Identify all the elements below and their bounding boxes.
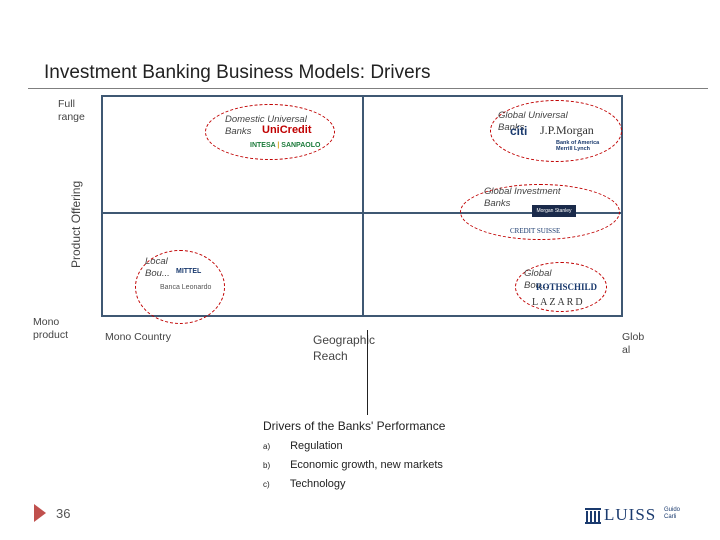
x-axis-left-label: Mono Country (105, 331, 171, 343)
unicredit-logo: UniCredit (262, 124, 312, 136)
global-boutiques-label: Global Bou... (524, 268, 552, 291)
driver-marker: a) (263, 442, 271, 451)
domestic-universal-ellipse (205, 104, 335, 160)
driver-item: a) Regulation (263, 440, 343, 452)
matrix-vertical-divider (362, 95, 364, 317)
bofa-logo: Bank of America Merrill Lynch (556, 140, 600, 152)
global-universal-ellipse (490, 100, 622, 162)
y-axis-title: Product Offering (69, 180, 83, 268)
local-boutiques-ellipse (135, 250, 225, 324)
global-universal-label: Global Universal Banks (498, 110, 568, 133)
driver-text: Economic growth, new markets (290, 459, 443, 471)
morgan-stanley-logo: Morgan Stanley (532, 205, 576, 217)
lazard-logo: LAZARD (532, 297, 585, 308)
intesa-logo: INTESA (250, 142, 276, 149)
credit-suisse-logo: CREDIT SUISSE (510, 227, 561, 235)
jpmorgan-logo: J.P.Morgan (540, 123, 594, 137)
global-boutiques-ellipse (515, 262, 607, 312)
x-axis-right-label: Glob al (622, 331, 645, 356)
driver-text: Technology (289, 478, 346, 490)
mittel-logo: MITTEL (176, 268, 202, 275)
title-divider (28, 88, 708, 89)
luiss-logo-sub: Guido Carli (664, 507, 681, 520)
page-marker-icon (34, 504, 46, 522)
driver-marker: b) (263, 461, 271, 470)
luiss-logo: LUISS (604, 505, 657, 524)
y-axis-top-label: Full range (58, 98, 85, 123)
y-axis-bottom-label: Mono product (33, 316, 69, 341)
global-investment-ellipse (460, 184, 620, 240)
global-investment-label: Global Investment Banks (484, 186, 561, 209)
driver-item: c) Technology (263, 478, 346, 490)
rothschild-logo: ROTHSCHILD (536, 282, 598, 292)
banca-leonardo-logo: Banca Leonardo (160, 284, 212, 291)
luiss-column-icon (585, 508, 601, 524)
page-title: Investment Banking Business Models: Driv… (44, 62, 431, 83)
sanpaolo-logo: SANPAOLO (281, 142, 321, 149)
domestic-universal-label: Domestic Universal Banks (225, 114, 307, 137)
driver-text: Regulation (290, 440, 343, 452)
drivers-arrow (367, 330, 368, 415)
driver-item: b) Economic growth, new markets (263, 459, 443, 471)
citi-logo: citi (510, 124, 528, 138)
driver-marker: c) (263, 480, 270, 489)
page-number: 36 (56, 506, 71, 521)
drivers-heading: Drivers of the Banks' Performance (263, 419, 446, 433)
x-axis-title: Geographic Reach (313, 333, 376, 363)
local-boutiques-label: Local Bou... (145, 256, 170, 279)
